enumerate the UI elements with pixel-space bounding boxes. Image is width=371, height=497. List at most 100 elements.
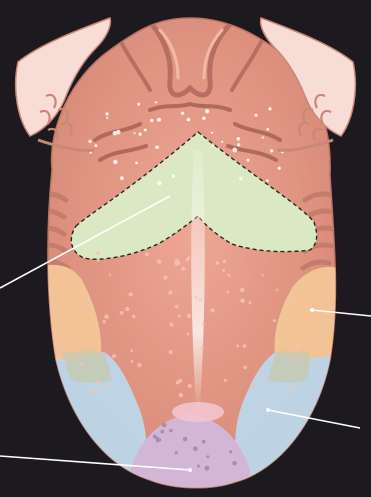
papilla <box>187 314 191 318</box>
papilla <box>135 162 138 165</box>
papilla <box>297 347 300 350</box>
papilla <box>232 148 237 153</box>
papilla <box>251 385 255 389</box>
papilla <box>228 274 231 277</box>
papilla <box>212 145 214 147</box>
papilla <box>290 326 292 328</box>
papilla <box>104 314 109 319</box>
papilla <box>239 177 242 180</box>
papilla <box>255 114 258 117</box>
papilla <box>112 354 116 358</box>
papilla <box>138 133 141 136</box>
papilla <box>89 389 94 394</box>
papilla <box>248 301 251 304</box>
papilla <box>131 360 134 363</box>
papilla <box>105 383 109 387</box>
papilla <box>262 274 264 276</box>
papilla <box>125 307 129 311</box>
pointer-dot-front-side <box>266 408 270 412</box>
papilla <box>211 132 213 134</box>
papilla <box>179 393 184 398</box>
papilla <box>158 438 161 441</box>
papilla <box>137 363 141 367</box>
papilla <box>106 117 108 119</box>
papilla <box>205 466 210 471</box>
papilla <box>240 288 245 293</box>
papilla <box>229 450 232 453</box>
papilla <box>130 349 133 352</box>
papilla <box>262 136 264 138</box>
papilla <box>243 344 247 348</box>
papilla <box>243 366 247 370</box>
papilla <box>168 291 172 295</box>
papilla <box>96 251 100 255</box>
papilla <box>102 320 105 323</box>
papilla <box>270 149 273 152</box>
papilla <box>153 435 157 439</box>
papilla <box>237 137 241 141</box>
papilla <box>266 128 269 131</box>
papilla <box>105 112 108 115</box>
papilla <box>129 292 133 296</box>
papilla <box>202 440 206 444</box>
papilla <box>221 141 223 143</box>
papilla <box>90 152 92 154</box>
papilla <box>199 298 202 301</box>
papilla <box>276 289 278 291</box>
papilla <box>193 446 198 451</box>
papilla <box>175 305 179 309</box>
papilla <box>181 112 184 115</box>
papilla <box>169 429 173 433</box>
papilla <box>278 328 281 331</box>
papilla <box>187 118 191 122</box>
papilla <box>120 176 124 180</box>
papilla <box>223 260 227 264</box>
papilla <box>175 451 178 454</box>
papilla <box>113 160 117 164</box>
papilla <box>273 319 276 322</box>
papilla <box>162 423 167 428</box>
papilla <box>232 461 237 466</box>
papilla <box>116 130 121 135</box>
papilla <box>222 269 225 272</box>
papilla <box>202 117 206 121</box>
papilla <box>224 379 227 382</box>
papilla <box>295 315 298 318</box>
papilla <box>226 291 229 294</box>
papilla <box>155 101 157 103</box>
papilla <box>97 259 100 262</box>
papilla <box>236 344 239 347</box>
papilla <box>288 297 291 300</box>
papilla <box>205 109 209 113</box>
papilla <box>176 380 180 384</box>
papilla <box>132 315 136 319</box>
papilla <box>202 322 205 325</box>
papilla <box>178 314 181 317</box>
papilla <box>170 323 174 327</box>
papilla <box>84 297 87 300</box>
papilla <box>157 259 162 264</box>
papilla <box>164 276 168 280</box>
papilla <box>80 302 84 306</box>
papilla <box>80 362 83 365</box>
papilla <box>278 167 281 170</box>
papilla <box>195 296 197 298</box>
papilla <box>175 259 180 264</box>
papilla <box>261 375 264 378</box>
papilla <box>216 261 219 264</box>
papilla <box>266 179 269 182</box>
papilla <box>187 333 190 336</box>
papilla <box>120 311 124 315</box>
papilla <box>109 274 111 276</box>
papilla <box>268 107 271 110</box>
papilla <box>95 380 99 384</box>
papilla <box>172 174 176 178</box>
papilla <box>183 437 188 442</box>
papilla <box>206 455 209 458</box>
papilla <box>169 350 173 354</box>
papilla <box>145 253 149 257</box>
papilla <box>186 258 189 261</box>
papilla <box>150 119 153 122</box>
papilla <box>137 103 140 106</box>
